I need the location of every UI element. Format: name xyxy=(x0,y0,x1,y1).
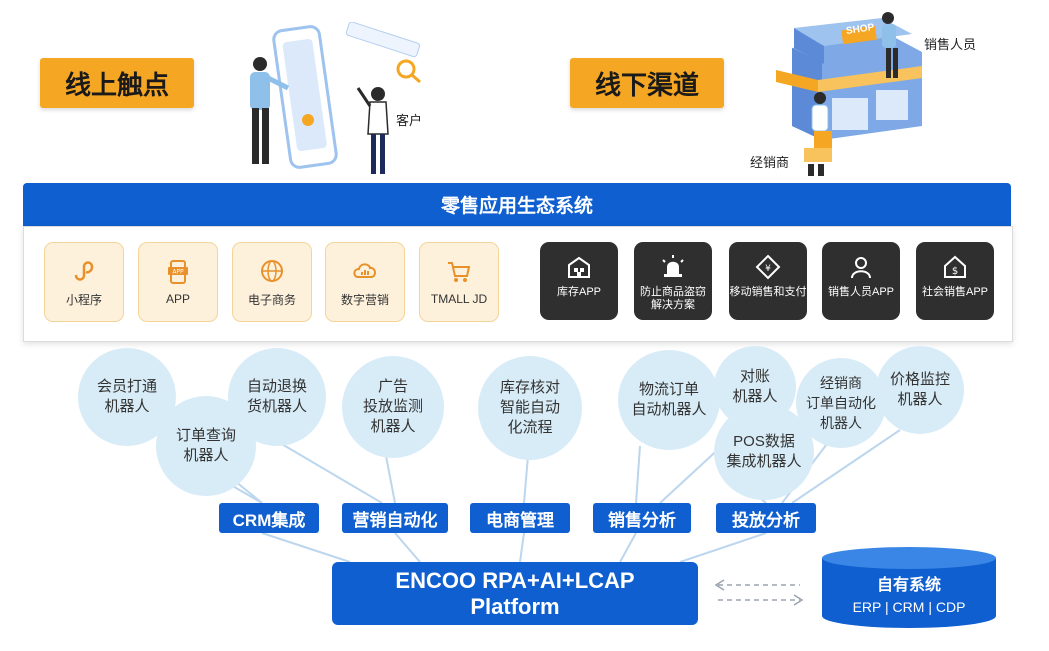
own-system-text: 自有系统 ERP | CRM | CDP xyxy=(822,575,996,617)
robot-dealer-order: 经销商 订单自动化 机器人 xyxy=(796,358,886,448)
own-system-database-icon xyxy=(822,547,996,628)
robot-ad-monitoring: 广告 投放监测 机器人 xyxy=(342,356,444,458)
svg-text:APP: APP xyxy=(172,269,184,276)
robot-inventory-check: 库存核对 智能自动 化流程 xyxy=(478,356,582,460)
own-system-subtitle: ERP | CRM | CDP xyxy=(852,599,966,615)
globe-icon xyxy=(261,259,283,282)
digital-marketing-label: 数字营销 xyxy=(340,292,389,307)
salesperson-app-tile[interactable]: 销售人员APP xyxy=(822,242,900,320)
app-tile[interactable]: APP APP xyxy=(138,242,218,322)
social-sales-tile[interactable]: $ 社会销售APP xyxy=(916,242,994,320)
mini-program-icon xyxy=(74,260,94,281)
offline-channels-tag: 线下渠道 xyxy=(570,58,724,108)
encoo-platform-box: ENCOO RPA+AI+LCAP Platform xyxy=(332,562,698,625)
ecommerce-label: 电子商务 xyxy=(247,292,296,307)
digital-marketing-tile[interactable]: 数字营销 xyxy=(325,242,405,322)
platform-subtitle: Platform xyxy=(470,593,560,619)
salesperson-label: 销售人员 xyxy=(924,37,977,52)
ecommerce-tile[interactable]: 电子商务 xyxy=(232,242,312,322)
svg-text:¥: ¥ xyxy=(765,264,771,274)
mini-program-label: 小程序 xyxy=(65,292,102,307)
category-crm: CRM集成 xyxy=(219,503,319,533)
person-icon xyxy=(851,257,871,279)
category-ad-analysis: 投放分析 xyxy=(716,503,816,533)
category-ecommerce: 电商管理 xyxy=(470,503,570,533)
alarm-light-icon xyxy=(662,255,684,277)
dealer-label: 经销商 xyxy=(750,155,790,170)
mobile-pay-label: 移动销售和支付 xyxy=(729,286,807,298)
tmall-jd-tile[interactable]: TMALL JD xyxy=(419,242,499,322)
offline-shop-illustration xyxy=(776,12,922,176)
category-sales-analysis: 销售分析 xyxy=(593,503,691,533)
robot-pos-data: POS数据 集成机器人 xyxy=(714,404,814,500)
social-sales-label: 社会销售APP xyxy=(921,286,988,298)
inventory-app-label: 库存APP xyxy=(556,286,601,298)
tmall-jd-label: TMALL JD xyxy=(430,292,488,306)
payment-tag-icon: ¥ xyxy=(755,254,781,280)
shopping-cart-icon xyxy=(448,262,471,282)
platform-title: ENCOO RPA+AI+LCAP xyxy=(395,567,635,593)
customer-label: 客户 xyxy=(396,113,423,128)
svg-text:$: $ xyxy=(952,266,958,277)
category-marketing: 营销自动化 xyxy=(342,503,448,533)
anti-theft-label: 防止商品盗窃 解决方案 xyxy=(640,286,706,311)
app-label: APP xyxy=(165,292,190,306)
robot-price-monitor: 价格监控 机器人 xyxy=(876,346,964,434)
anti-theft-tile[interactable]: 防止商品盗窃 解决方案 xyxy=(634,242,712,320)
online-touchpoints-tag: 线上触点 xyxy=(40,58,194,108)
inventory-app-tile[interactable]: 库存APP xyxy=(540,242,618,320)
cloud-chart-icon xyxy=(353,262,376,278)
online-shopping-illustration xyxy=(250,22,421,174)
warehouse-icon xyxy=(568,256,590,278)
house-dollar-icon: $ xyxy=(944,255,966,278)
app-icon: APP xyxy=(168,260,188,284)
robot-logistics-order: 物流订单 自动机器人 xyxy=(618,350,720,450)
mobile-pay-tile[interactable]: ¥ 移动销售和支付 xyxy=(729,242,807,320)
retail-ecosystem-banner: 零售应用生态系统 xyxy=(23,183,1011,226)
robot-auto-return: 自动退换 货机器人 xyxy=(228,348,326,446)
salesperson-app-label: 销售人员APP xyxy=(827,286,894,298)
own-system-title: 自有系统 xyxy=(876,577,941,594)
mini-program-tile[interactable]: 小程序 xyxy=(44,242,124,322)
